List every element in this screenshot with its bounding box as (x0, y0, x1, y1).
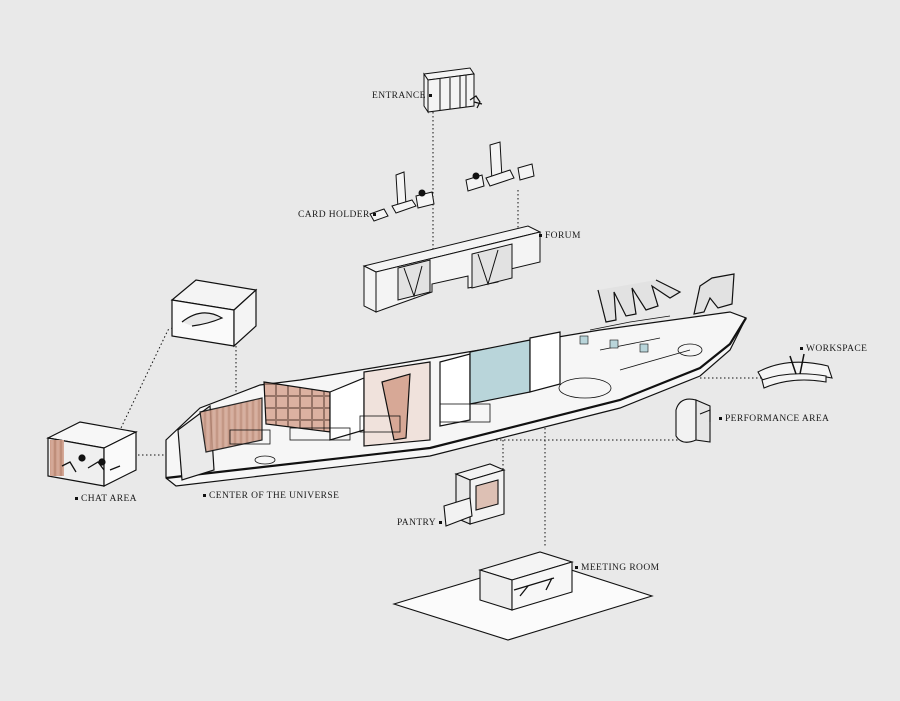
performance-area-volume (675, 398, 711, 443)
bullet-icon (203, 494, 206, 498)
forum-label: FORUM (536, 231, 581, 241)
chat-area-box (46, 421, 138, 487)
performance-area-label-text: PERFORMANCE AREA (725, 414, 830, 424)
bullet-icon (719, 417, 722, 421)
workspace-label-text: WORKSPACE (806, 344, 868, 354)
card-holder-label-text: CARD HOLDER (298, 210, 370, 220)
deck-sculptures (597, 273, 735, 323)
bullet-icon (75, 497, 78, 501)
pantry-volume (443, 463, 506, 527)
entrance-volume (423, 67, 483, 114)
entrance-label: ENTRANCE (372, 91, 435, 101)
pantry-label: PANTRY (397, 518, 445, 528)
meeting-room-label: MEETING ROOM (572, 563, 659, 573)
center-of-universe-label: CENTER OF THE UNIVERSE (200, 491, 339, 501)
meeting-room-label-text: MEETING ROOM (581, 563, 660, 573)
performance-area-label: PERFORMANCE AREA (716, 414, 829, 424)
chat-area-label-text: CHAT AREA (81, 494, 137, 504)
chat-area-label: CHAT AREA (72, 494, 137, 504)
upper-left-box (170, 279, 258, 348)
bullet-icon (428, 94, 432, 98)
workspace-label: WORKSPACE (797, 344, 867, 354)
main-floor-plan (165, 311, 747, 487)
card-holder-label: CARD HOLDER (298, 210, 379, 220)
pantry-label-text: PANTRY (397, 518, 437, 528)
bullet-icon (575, 566, 578, 570)
bullet-icon (372, 213, 376, 217)
meeting-room-volume (392, 551, 654, 641)
bullet-icon (539, 234, 542, 238)
workspace-lounge (757, 353, 833, 389)
center-of-universe-label-text: CENTER OF THE UNIVERSE (209, 491, 340, 501)
card-holder-kiosks (369, 141, 535, 222)
bullet-icon (800, 347, 803, 351)
bullet-icon (439, 521, 443, 525)
forum-label-text: FORUM (545, 231, 581, 241)
entrance-label-text: ENTRANCE (372, 91, 426, 101)
forum-volume (362, 225, 542, 313)
